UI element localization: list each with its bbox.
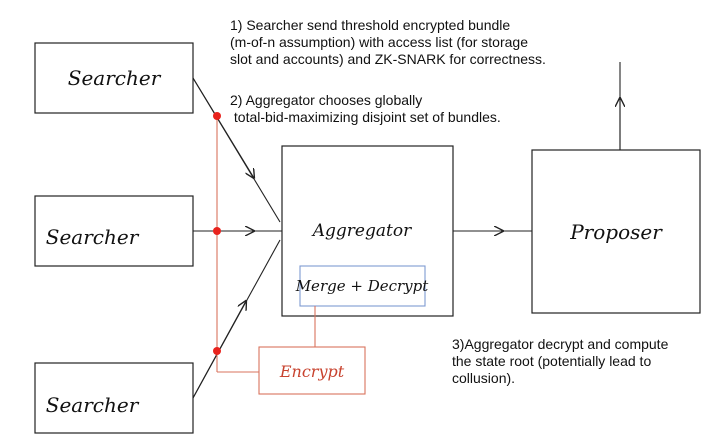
searcher-box-top: Searcher bbox=[34, 42, 194, 114]
note-step-1: 1) Searcher send threshold encrypted bun… bbox=[230, 17, 546, 67]
red-junction-dot-bottom bbox=[213, 347, 221, 355]
searcher-top-label: Searcher bbox=[68, 66, 162, 90]
searcher-box-bottom: Searcher bbox=[34, 362, 194, 434]
proposer-box: Proposer bbox=[531, 149, 701, 314]
red-junction-dot-middle bbox=[213, 227, 221, 235]
searcher-bottom-label: Searcher bbox=[46, 393, 140, 417]
aggregator-label: Aggregator bbox=[311, 221, 412, 241]
searcher-box-middle: Searcher bbox=[34, 195, 194, 267]
searcher-middle-label: Searcher bbox=[46, 225, 140, 249]
note-step-2: 2) Aggregator chooses globally total-bid… bbox=[230, 92, 501, 125]
arrow-searcher-top-head bbox=[192, 77, 254, 178]
merge-decrypt-box: Merge + Decrypt bbox=[295, 265, 430, 307]
merge-decrypt-label: Merge + Decrypt bbox=[295, 277, 430, 295]
note-step-3: 3)Aggregator decrypt and compute the sta… bbox=[452, 336, 669, 386]
red-junction-dot-top bbox=[213, 112, 221, 120]
proposer-label: Proposer bbox=[569, 220, 663, 244]
encrypt-box: Encrypt bbox=[258, 346, 366, 395]
encrypt-label: Encrypt bbox=[279, 362, 345, 381]
